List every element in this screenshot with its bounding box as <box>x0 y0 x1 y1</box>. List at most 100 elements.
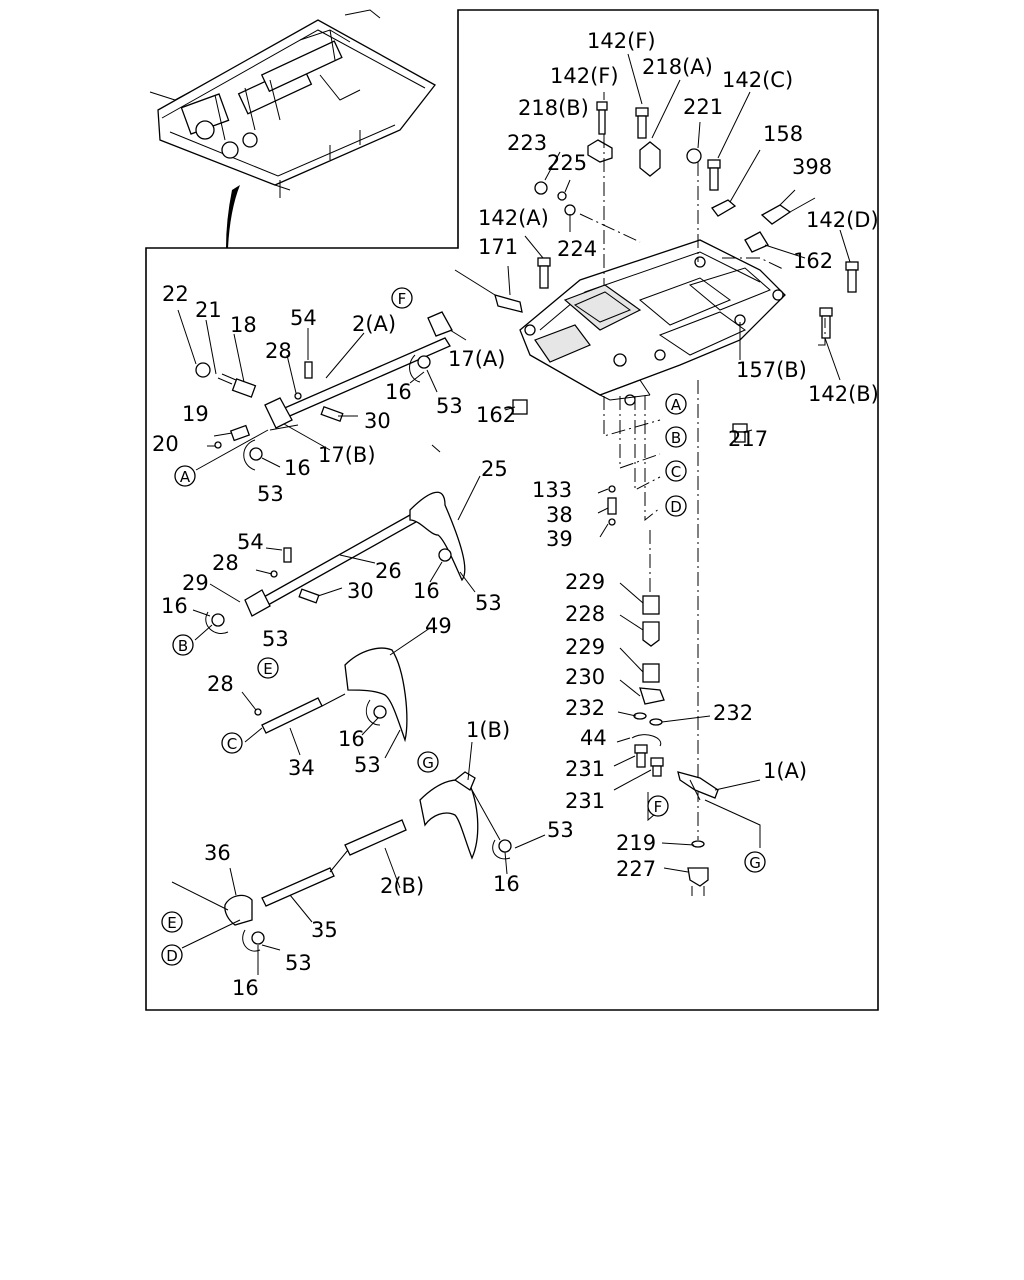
label-230: 230 <box>565 665 605 689</box>
marker-E-1: E <box>257 657 279 679</box>
label-28-c: 28 <box>207 672 234 696</box>
label-29: 29 <box>182 571 209 595</box>
label-219: 219 <box>616 831 656 855</box>
label-30-b: 30 <box>347 579 374 603</box>
shift-rail-34-group <box>244 647 408 743</box>
label-142D: 142(D) <box>806 208 879 232</box>
label-1B: 1(B) <box>466 718 510 742</box>
label-34: 34 <box>288 756 315 780</box>
svg-text:B: B <box>178 637 188 655</box>
label-158: 158 <box>763 122 803 146</box>
svg-text:F: F <box>654 798 663 816</box>
label-142F-b: 142(F) <box>550 64 619 88</box>
shift-rail-35-group <box>171 771 512 952</box>
label-229-b: 229 <box>565 635 605 659</box>
label-217: 217 <box>728 427 768 451</box>
label-39: 39 <box>546 527 573 551</box>
svg-text:D: D <box>670 498 682 516</box>
label-20: 20 <box>152 432 179 456</box>
label-18: 18 <box>230 313 257 337</box>
label-1A: 1(A) <box>763 759 807 783</box>
label-231-b: 231 <box>565 789 605 813</box>
label-162-a: 162 <box>793 249 833 273</box>
label-232-b: 232 <box>713 701 753 725</box>
shift-rail-2a-group <box>195 311 453 471</box>
label-232-a: 232 <box>565 696 605 720</box>
label-53-c: 53 <box>262 627 289 651</box>
marker-G-1: G <box>417 751 439 773</box>
cover-fasteners <box>454 101 859 443</box>
label-53-g: 53 <box>285 951 312 975</box>
svg-text:E: E <box>263 660 272 678</box>
label-16-a: 16 <box>385 380 412 404</box>
marker-B-2: B <box>665 426 687 448</box>
label-142B: 142(B) <box>808 382 879 406</box>
label-38: 38 <box>546 503 573 527</box>
marker-G-2: G <box>744 851 766 873</box>
marker-A-1: A <box>174 465 196 487</box>
label-171: 171 <box>478 235 518 259</box>
marker-B-1: B <box>172 634 194 656</box>
label-231-a: 231 <box>565 757 605 781</box>
svg-text:E: E <box>167 914 176 932</box>
label-22: 22 <box>162 282 189 306</box>
svg-text:F: F <box>398 290 407 308</box>
label-54-a: 54 <box>290 306 317 330</box>
label-142C: 142(C) <box>722 68 793 92</box>
svg-text:A: A <box>180 468 191 486</box>
shift-rail-26-group <box>194 491 466 641</box>
leader-lines-top <box>504 53 851 840</box>
label-142A: 142(A) <box>478 206 549 230</box>
label-21: 21 <box>195 298 222 322</box>
interlock-stack <box>607 485 761 896</box>
label-16-e: 16 <box>338 727 365 751</box>
leader-lines-lower <box>177 309 761 975</box>
shift-cover-assembly <box>519 239 786 406</box>
label-17B: 17(B) <box>318 443 376 467</box>
label-49: 49 <box>425 614 452 638</box>
label-142F-a: 142(F) <box>587 29 656 53</box>
label-162-b: 162 <box>476 403 516 427</box>
marker-A-2: A <box>665 393 687 415</box>
label-53-a: 53 <box>436 394 463 418</box>
label-221: 221 <box>683 95 723 119</box>
marker-F-2: F <box>647 795 669 817</box>
marker-C-2: C <box>665 460 687 482</box>
label-133: 133 <box>532 478 572 502</box>
svg-text:D: D <box>166 947 178 965</box>
svg-text:B: B <box>671 429 681 447</box>
label-25: 25 <box>481 457 508 481</box>
marker-E-2: E <box>161 911 183 933</box>
svg-text:G: G <box>749 854 761 872</box>
label-54-b: 54 <box>237 530 264 554</box>
label-225: 225 <box>547 151 587 175</box>
svg-text:A: A <box>671 396 682 414</box>
transmission-overview-inset <box>149 9 436 248</box>
marker-C-1: C <box>221 732 243 754</box>
label-17A: 17(A) <box>448 347 505 371</box>
label-218B: 218(B) <box>518 96 589 120</box>
label-53-f: 53 <box>547 818 574 842</box>
label-44: 44 <box>580 726 607 750</box>
diagram-frame <box>145 9 879 1011</box>
label-53-b: 53 <box>257 482 284 506</box>
circled-markers: A B C D E E F A B C D G F G <box>161 287 766 966</box>
label-36: 36 <box>204 841 231 865</box>
label-223: 223 <box>507 131 547 155</box>
label-218A: 218(A) <box>642 55 713 79</box>
label-398: 398 <box>792 155 832 179</box>
label-227: 227 <box>616 857 656 881</box>
label-30-a: 30 <box>364 409 391 433</box>
label-228: 228 <box>565 602 605 626</box>
svg-text:C: C <box>671 463 681 481</box>
label-16-c: 16 <box>161 594 188 618</box>
label-28-b: 28 <box>212 551 239 575</box>
label-2A: 2(A) <box>352 312 396 336</box>
label-229-a: 229 <box>565 570 605 594</box>
label-35: 35 <box>311 918 338 942</box>
marker-F-1: F <box>391 287 413 309</box>
label-16-g: 16 <box>232 976 259 1000</box>
svg-text:C: C <box>227 735 237 753</box>
svg-text:G: G <box>422 754 434 772</box>
